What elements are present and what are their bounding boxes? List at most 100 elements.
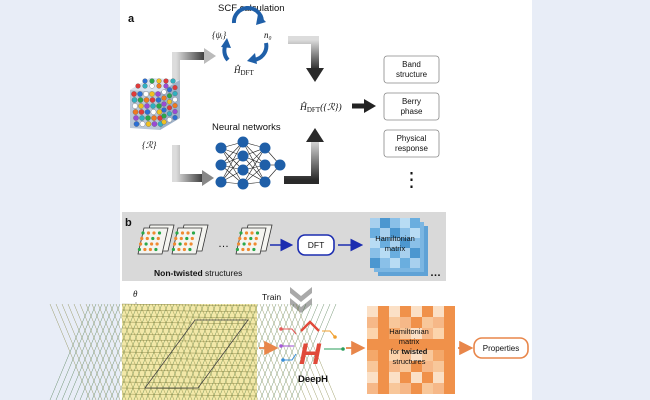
nn-connection [242, 141, 266, 183]
matrix-cell [378, 328, 389, 339]
twisted-h-line3: for twisted [391, 347, 428, 356]
atom [172, 103, 178, 109]
output-berry-line2: phase [401, 107, 423, 116]
slab-atom [152, 231, 156, 235]
matrix-cell [444, 361, 455, 372]
matrix-cell [378, 383, 389, 394]
matrix-cell [370, 238, 380, 248]
matrix-cell [370, 228, 380, 238]
matrix-cell [389, 350, 400, 361]
scf-cycle-arrows [221, 5, 269, 64]
properties-label: Properties [483, 344, 519, 353]
lattice-line-b [133, 303, 175, 400]
atom [172, 97, 178, 103]
matrix-cell [411, 306, 422, 317]
scf-arrow-right-head [247, 53, 257, 64]
matrix-cell [370, 218, 380, 228]
atom [151, 115, 157, 121]
matrix-cell [410, 228, 420, 238]
slab-atom [157, 231, 162, 235]
nn-node [237, 136, 249, 148]
structure-label: {ℛ} [142, 140, 157, 150]
atom [149, 78, 155, 84]
hat-icon [300, 320, 320, 332]
matrix-cell [410, 238, 420, 248]
slab-atom [239, 231, 243, 235]
atom [156, 78, 162, 84]
matrix-cell [422, 328, 433, 339]
lattice-line-h [121, 357, 258, 361]
atom [132, 103, 138, 109]
matrix-cell [400, 258, 410, 268]
atom [143, 91, 149, 97]
lattice-line-b [217, 303, 259, 400]
matrix-cell [389, 328, 400, 339]
arrow-from-nn-head [306, 128, 324, 142]
atom [138, 103, 144, 109]
slab-atom [250, 231, 254, 235]
panel-b-label: b [125, 217, 132, 229]
output-band-line2: structure [396, 70, 428, 79]
matrix-cell [400, 248, 410, 258]
scf-arrow-left-head [221, 38, 231, 48]
atom [166, 111, 173, 117]
matrix-cell [433, 328, 444, 339]
matrix-cell [433, 350, 444, 361]
arrow-from-nn [284, 140, 319, 184]
nn-connection [220, 141, 244, 183]
arrow-to-nn [172, 145, 206, 182]
matrix-cell [411, 317, 422, 328]
lattice-line-b [277, 303, 319, 400]
atom [172, 109, 178, 115]
atom [155, 97, 162, 103]
matrix-cell [411, 339, 422, 350]
lattice-line-h [121, 333, 258, 337]
nn-node [259, 159, 271, 171]
lattice-line-h [121, 375, 258, 379]
slab-atom [254, 236, 258, 241]
matrix-cell [433, 339, 444, 350]
matrix-cell [400, 218, 410, 228]
twisted-h-line2: matrix [399, 337, 420, 346]
matrix-cell [380, 218, 390, 228]
properties-box [473, 337, 529, 359]
lattice-line-b [67, 303, 109, 400]
matrix-cell [400, 306, 411, 317]
slab-atom [156, 236, 160, 241]
matrix-cell [400, 372, 411, 383]
matrix-cell [410, 248, 420, 258]
matrix-cell [400, 361, 411, 372]
matrix-cell [378, 361, 389, 372]
slab-atom [186, 231, 190, 235]
atom [156, 83, 162, 89]
atom [138, 109, 145, 115]
slab-atom [177, 247, 181, 252]
lattice-line-b [85, 303, 127, 400]
slab-atom [173, 242, 177, 246]
atom [172, 115, 178, 121]
matrix-cell [422, 372, 433, 383]
neural-network [215, 136, 286, 190]
matrix-cell [389, 306, 400, 317]
atom [166, 117, 173, 123]
slab-atom [241, 247, 245, 252]
matrix-cell [444, 339, 455, 350]
lattice-line-b [73, 303, 115, 400]
atom [161, 89, 167, 95]
nn-node [259, 142, 271, 154]
matrix-cell [390, 218, 400, 228]
lattice-line-h [121, 363, 258, 367]
lattice-line-b [121, 303, 163, 400]
scf-arrow-top-head [256, 14, 266, 25]
atom [143, 97, 150, 103]
arrow-to-outputs-head [364, 99, 376, 113]
matrix-cell [410, 258, 420, 268]
nn-node [215, 142, 227, 154]
lattice-line-b [97, 303, 139, 400]
output-box-band-structure: Band structure [383, 55, 440, 84]
atom [166, 105, 173, 111]
lattice-line-h [121, 369, 258, 373]
slab-atom [145, 236, 149, 241]
arrow-from-scf-head [306, 68, 324, 82]
